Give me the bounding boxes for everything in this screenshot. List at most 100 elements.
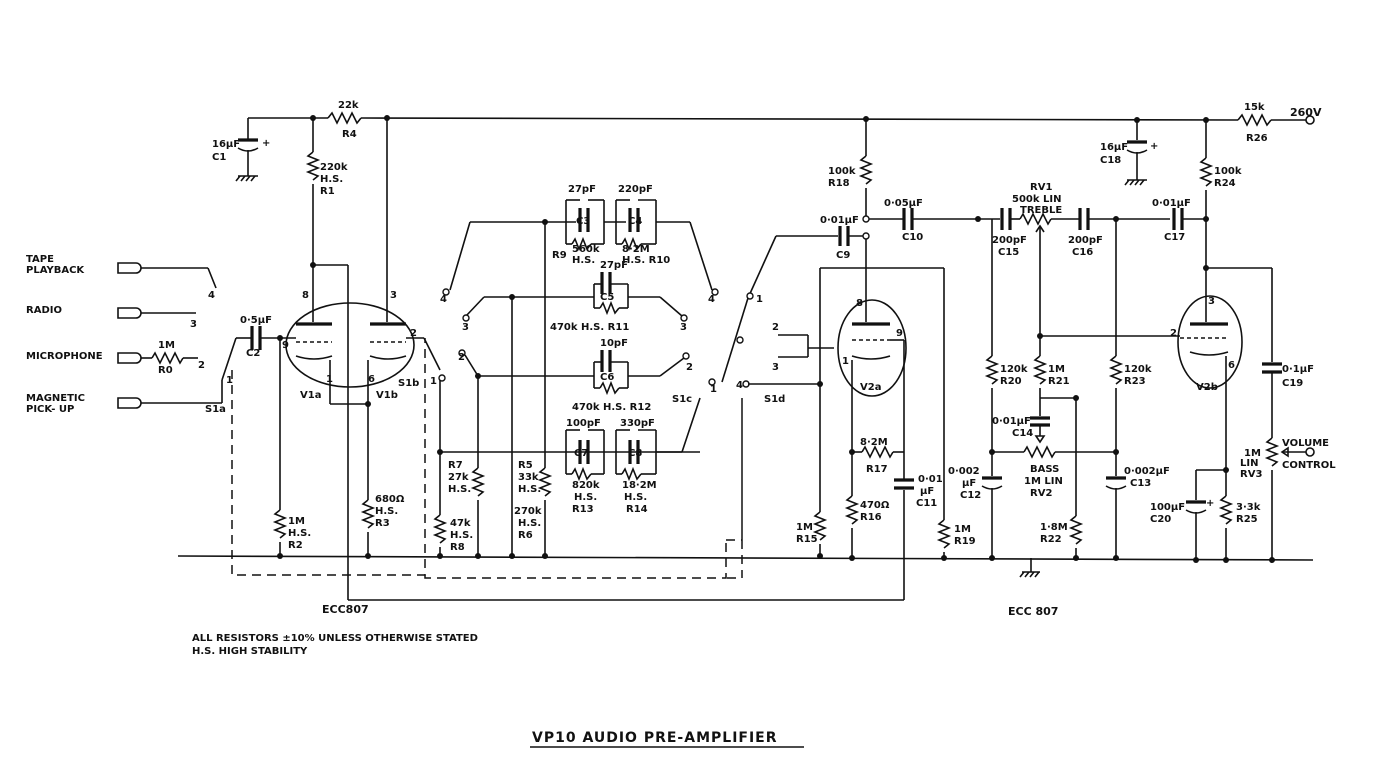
- label-c7-value: 100pF: [566, 418, 601, 429]
- label-c6-name: C6: [600, 372, 614, 383]
- label-c16-value: 200pF: [1068, 235, 1103, 246]
- tone-controls: [981, 208, 1180, 561]
- label-c7-name: C7: [574, 448, 588, 459]
- label-s1a: S1a: [205, 404, 226, 415]
- switch-gang-dashed: [231, 338, 743, 579]
- switch-s1c-s1d: [721, 235, 944, 559]
- label-r13-hs: H.S.: [574, 492, 597, 503]
- pin-8-v1: 8: [302, 290, 309, 301]
- label-r21-value: 1M: [1048, 364, 1065, 375]
- label-r2-hs: H.S.: [288, 528, 311, 539]
- label-r15-value: 1M: [796, 522, 813, 533]
- label-c1-value: 16μF: [212, 139, 240, 150]
- label-c15-name: C15: [998, 247, 1019, 258]
- label-r2-value: 1M: [288, 516, 305, 527]
- label-r13-value: 820k: [572, 480, 600, 491]
- label-r7-hs: H.S.: [448, 484, 471, 495]
- label-r16-value: 470Ω: [860, 500, 890, 511]
- pin-8-v2a: 8: [856, 298, 863, 309]
- label-v2a: V2a: [860, 382, 881, 393]
- pin-2-s1d: 2: [772, 322, 779, 333]
- label-r2-name: R2: [288, 540, 303, 551]
- label-r23-value: 120k: [1124, 364, 1152, 375]
- pin-3a: 3: [190, 319, 197, 330]
- pin-1a: 1: [226, 375, 233, 386]
- label-c11-value: 0·01: [918, 474, 943, 485]
- label-c17-value: 0·01μF: [1152, 198, 1191, 209]
- pin-2-v2b: 2: [1170, 328, 1177, 339]
- label-c14-value: 0·01μF: [992, 416, 1031, 427]
- label-control: CONTROL: [1282, 460, 1336, 471]
- label-c19-value: 0·1μF: [1282, 364, 1314, 375]
- note-high-stability: H.S. HIGH STABILITY: [192, 646, 308, 657]
- label-r14-hs: H.S.: [624, 492, 647, 503]
- label-microphone: MICROPHONE: [26, 351, 103, 362]
- label-r3-name: R3: [375, 518, 390, 529]
- label-valve-type-left: ECC807: [322, 603, 369, 616]
- label-r18-name: R18: [828, 178, 850, 189]
- label-r23-name: R23: [1124, 376, 1146, 387]
- label-r14-name: R14: [626, 504, 648, 515]
- label-r22-name: R22: [1040, 534, 1062, 545]
- capacitor-c1: [235, 118, 259, 182]
- label-r17-name: R17: [866, 464, 888, 475]
- label-r8-name: R8: [450, 542, 465, 553]
- pin-1-s1d: 1: [756, 294, 763, 305]
- label-c4-name: C4: [628, 216, 642, 227]
- pin-1-s1b: 1: [430, 376, 437, 387]
- pin-6-v2b: 6: [1228, 360, 1235, 371]
- label-c16-name: C16: [1072, 247, 1093, 258]
- label-c2-name: C2: [246, 348, 260, 359]
- label-v1b: V1b: [376, 390, 398, 401]
- label-c5-name: C5: [600, 292, 614, 303]
- pin-4-s1c: 4: [708, 294, 715, 305]
- note-resistors: ALL RESISTORS ±10% UNLESS OTHERWISE STAT…: [192, 633, 478, 644]
- label-rv1-treble: TREBLE: [1020, 205, 1062, 216]
- capacitor-c18: [1124, 120, 1148, 186]
- label-rv3-name: RV3: [1240, 469, 1262, 480]
- label-r21-name: R21: [1048, 376, 1070, 387]
- label-c11-unit: μF: [920, 486, 934, 497]
- label-r1-name: R1: [320, 186, 335, 197]
- label-r5-value: 33k: [518, 472, 539, 483]
- label-r5-name: R5: [518, 460, 533, 471]
- label-r24-name: R24: [1214, 178, 1236, 189]
- label-c14-name: C14: [1012, 428, 1033, 439]
- pin-1-v1: 1: [326, 374, 333, 385]
- label-r4-name: R4: [342, 129, 357, 140]
- resistor-r3: [360, 499, 376, 559]
- label-s1c: S1c: [672, 394, 692, 405]
- pin-6-v1: 6: [368, 374, 375, 385]
- pin-3-s1d: 3: [772, 362, 779, 373]
- label-r0-name: R0: [158, 365, 173, 376]
- coupling-c9-c10: [838, 119, 1000, 561]
- label-c6-value: 10pF: [600, 338, 628, 349]
- label-s1d: S1d: [764, 394, 785, 405]
- label-c18-plus: +: [1150, 141, 1158, 152]
- label-r7-name: R7: [448, 460, 463, 471]
- pin-4-s1d: 4: [736, 380, 743, 391]
- label-c18-value: 16μF: [1100, 142, 1128, 153]
- label-c13-name: C13: [1130, 478, 1151, 489]
- tube-v2a: [837, 299, 907, 561]
- label-c4-value: 220pF: [618, 184, 653, 195]
- output-stage: [1172, 120, 1315, 563]
- label-c20-value: 100μF: [1150, 502, 1185, 513]
- label-r6-value: 270k: [514, 506, 542, 517]
- diagram-title: VP10 AUDIO PRE-AMPLIFIER: [532, 730, 778, 746]
- label-rv1-name: RV1: [1030, 182, 1052, 193]
- pin-3-v1: 3: [390, 290, 397, 301]
- label-c1-name: C1: [212, 152, 226, 163]
- pin-4-s1b: 4: [440, 294, 447, 305]
- label-r8-hs: H.S.: [450, 530, 473, 541]
- label-v2b: V2b: [1196, 382, 1218, 393]
- label-c20-plus: +: [1206, 498, 1214, 509]
- label-rv2-bass: BASS: [1030, 464, 1059, 475]
- label-r6-name: R6: [518, 530, 533, 541]
- pin-3-v2b: 3: [1208, 296, 1215, 307]
- label-c15-value: 200pF: [992, 235, 1027, 246]
- supply-rail: [248, 111, 1315, 127]
- label-c9-value: 0·01μF: [820, 215, 859, 226]
- label-valve-type-right: ECC 807: [1008, 605, 1058, 618]
- pin-9-v1: 9: [282, 340, 289, 351]
